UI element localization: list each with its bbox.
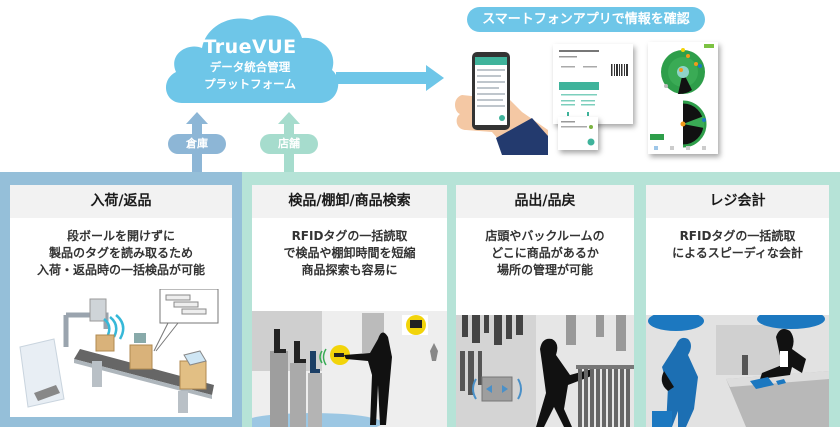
panel-receiving-returns: 入荷/返品 段ボールを開けずに 製品のタグを読み取るため 入荷・返品時の一括検品… bbox=[10, 185, 232, 417]
platform-subtitle-2: プラットフォーム bbox=[204, 77, 296, 91]
platform-name: TrueVUE bbox=[203, 36, 297, 58]
panel-checkout: レジ会計 RFIDタグの一括読取 によるスピーディな会計 bbox=[646, 185, 829, 427]
conveyor-illustration bbox=[14, 289, 228, 417]
store-scan-scene bbox=[252, 311, 447, 427]
panel-description: RFIDタグの一括読取 で検品や棚卸時間を短縮 商品探索も容易に bbox=[283, 229, 416, 277]
arrow-right-icon bbox=[336, 65, 444, 91]
panel-inspection-inventory: 検品/棚卸/商品検索 RFIDタグの一括読取 で検品や棚卸時間を短縮 商品探索も… bbox=[252, 185, 447, 427]
platform-subtitle-1: データ統合管理 bbox=[209, 60, 291, 74]
backroom-scene bbox=[456, 315, 634, 427]
app-screen-details bbox=[553, 44, 633, 124]
store-label: 店舗 bbox=[260, 134, 318, 154]
app-screen-graphic bbox=[561, 121, 595, 146]
panel-description: 店頭やバックルームの どこに商品があるか 場所の管理が可能 bbox=[485, 229, 605, 277]
panel-title: 入荷/返品 bbox=[10, 185, 232, 218]
panel-title: 品出/品戻 bbox=[456, 185, 634, 218]
app-screen-radar bbox=[648, 42, 718, 154]
app-banner: スマートフォンアプリで情報を確認 bbox=[467, 7, 705, 32]
checkout-illustration bbox=[646, 315, 829, 427]
panel-stocking: 品出/品戻 店頭やバックルームの どこに商品があるか 場所の管理が可能 bbox=[456, 185, 634, 427]
panel-description: RFIDタグの一括読取 によるスピーディな会計 bbox=[672, 229, 803, 260]
warehouse-label: 倉庫 bbox=[168, 134, 226, 154]
backroom-illustration bbox=[456, 315, 634, 427]
store-arrow: 店舗 bbox=[260, 112, 318, 172]
radar-graphic bbox=[650, 44, 714, 150]
checkout-scene bbox=[646, 315, 829, 427]
conveyor-scene bbox=[14, 289, 228, 417]
phone-in-hand-illustration bbox=[455, 52, 548, 155]
panel-title: レジ会計 bbox=[646, 185, 829, 218]
store-scan-illustration bbox=[252, 311, 447, 427]
warehouse-arrow: 倉庫 bbox=[168, 112, 226, 172]
truevue-cloud: TrueVUE データ統合管理 プラットフォーム bbox=[160, 8, 340, 108]
cloud-icon bbox=[165, 15, 339, 103]
panel-title: 検品/棚卸/商品検索 bbox=[252, 185, 447, 218]
panel-description: 段ボールを開けずに 製品のタグを読み取るため 入荷・返品時の一括検品が可能 bbox=[36, 229, 205, 277]
app-screen-list bbox=[558, 117, 598, 150]
app-screen-graphic bbox=[559, 50, 628, 116]
